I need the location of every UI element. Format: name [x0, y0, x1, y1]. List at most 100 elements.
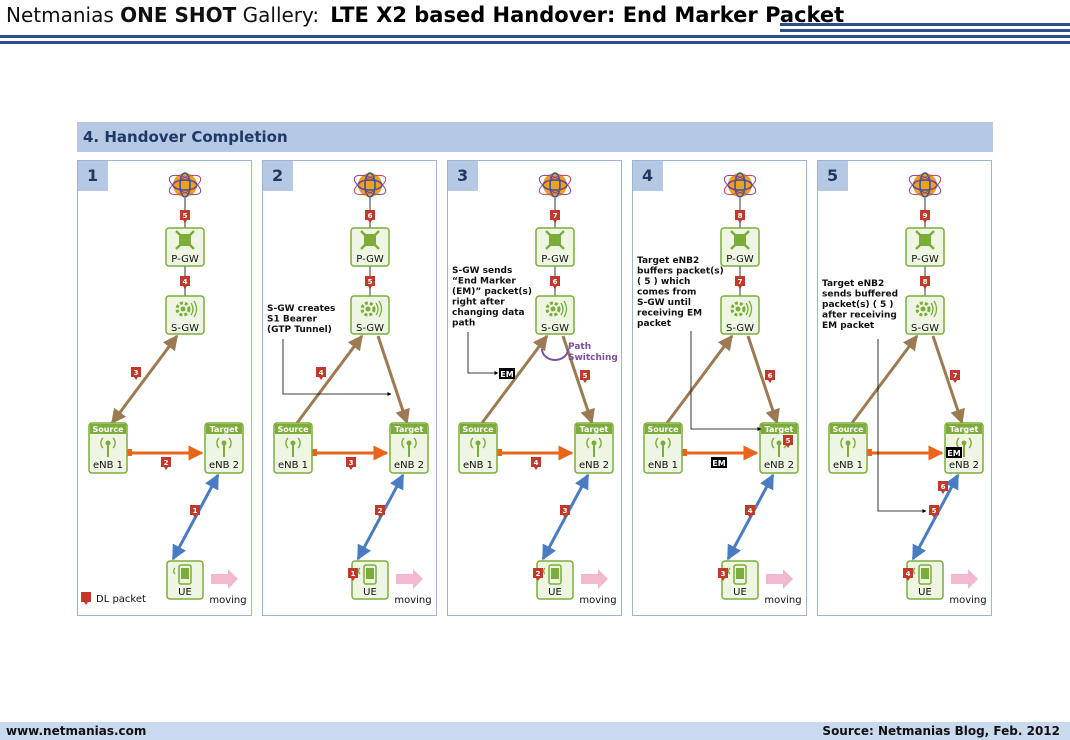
dl-packet: 6	[765, 370, 775, 383]
dl-packet: 8	[735, 210, 745, 223]
packet-number: 6	[768, 372, 773, 380]
em-label: EM	[500, 370, 513, 379]
note-line: changing data	[452, 308, 525, 318]
end-marker-packet: EM	[499, 368, 515, 379]
header-rule	[0, 23, 1070, 44]
gear-icon	[360, 300, 383, 318]
pgw-node	[535, 227, 575, 267]
note-line: S-GW creates	[267, 304, 335, 314]
moving-arrow-icon	[766, 569, 793, 589]
x2-port	[310, 449, 317, 456]
ue-label: UE	[363, 587, 377, 598]
phone-icon	[913, 564, 932, 585]
packet-number: 2	[536, 570, 541, 578]
enb2-node-role: Target	[950, 425, 979, 434]
legend-label: DL packet	[96, 594, 146, 605]
enb1-node-label: eNB 1	[833, 460, 863, 471]
note-line: after receiving	[822, 311, 897, 321]
moving-arrow-icon	[211, 569, 238, 589]
s1-link-enb1	[110, 334, 179, 425]
enb2-node-tag	[946, 424, 982, 434]
antenna-icon	[100, 437, 116, 457]
dl-packet: 4	[316, 367, 326, 380]
packet-number: 7	[738, 278, 743, 286]
moving-arrow-icon	[396, 569, 423, 589]
enb1-node-label: eNB 1	[93, 460, 123, 471]
internet-globe-icon	[723, 172, 757, 198]
enb1-node-label: eNB 1	[648, 460, 678, 471]
em-label: EM	[712, 459, 725, 468]
x2-port	[680, 449, 687, 456]
note-line: “End Marker	[452, 277, 516, 287]
note-line: comes from	[637, 288, 696, 298]
moving-arrow-icon	[951, 569, 978, 589]
gear-icon	[175, 300, 198, 318]
footer: www.netmanias.com Source: Netmanias Blog…	[0, 722, 1070, 740]
enb1-node-role: Source	[462, 425, 494, 434]
dl-packet: 4	[180, 276, 190, 289]
moving-label: moving	[764, 595, 801, 606]
end-marker-packet: EM	[946, 447, 962, 458]
note-line: S1 Bearer	[267, 315, 317, 325]
enb2-node-label: eNB 2	[579, 460, 609, 471]
s1-link-enb2	[746, 335, 780, 425]
dl-packet: 5	[929, 505, 939, 518]
router-icon	[915, 230, 935, 250]
ue-label: UE	[918, 587, 932, 598]
enb2-node-label: eNB 2	[394, 460, 424, 471]
x2-port	[865, 449, 872, 456]
moving-arrow-icon	[581, 569, 608, 589]
packet-number: 9	[923, 212, 928, 220]
dl-packet: 7	[950, 370, 960, 383]
ue-node	[536, 560, 574, 600]
s1-link-enb1	[850, 334, 919, 424]
dl-packet: 8	[920, 276, 930, 289]
packet-number: 6	[368, 212, 373, 220]
note-line: receiving EM	[637, 309, 702, 319]
router-icon	[730, 230, 750, 250]
ue-node	[906, 560, 944, 600]
ue-label: UE	[548, 587, 562, 598]
radio-link	[911, 473, 960, 561]
phone-icon	[728, 564, 747, 585]
enb1-node-role: Source	[832, 425, 864, 434]
antenna-icon	[956, 437, 972, 457]
antenna-icon	[470, 437, 486, 457]
dl-packet: 7	[735, 276, 745, 289]
footer-website[interactable]: www.netmanias.com	[6, 724, 147, 738]
dl-packet: 4	[531, 457, 541, 470]
step-number: 3	[448, 161, 478, 191]
enb2-node-label: eNB 2	[209, 460, 239, 471]
note-line: right after	[452, 298, 505, 308]
enb2-node-tag	[576, 424, 612, 434]
packet-number: 4	[906, 570, 911, 578]
packet-number: 7	[553, 212, 558, 220]
note-line: ( 5 ) which	[637, 277, 690, 287]
dl-packet: 5	[365, 276, 375, 289]
packet-number: 4	[183, 278, 188, 286]
dl-packet: 1	[190, 505, 200, 518]
pgw-label: P-GW	[356, 254, 384, 265]
dl-packet	[81, 592, 91, 605]
packet-number: 1	[193, 507, 198, 515]
packet-number: 5	[368, 278, 373, 286]
note-line: Target eNB2	[637, 256, 699, 266]
antenna-icon	[655, 437, 671, 457]
pgw-label: P-GW	[726, 254, 754, 265]
sgw-label: S-GW	[356, 323, 384, 334]
enb1-node-tag	[275, 424, 311, 434]
note-line: packet	[637, 319, 672, 329]
dl-packet: 4	[745, 505, 755, 518]
note-line: EM packet	[822, 321, 875, 331]
pgw-label: P-GW	[171, 254, 199, 265]
dl-packet: 6	[550, 276, 560, 289]
sgw-label: S-GW	[541, 323, 569, 334]
packet-number: 6	[553, 278, 558, 286]
dl-packet: 2	[375, 505, 385, 518]
